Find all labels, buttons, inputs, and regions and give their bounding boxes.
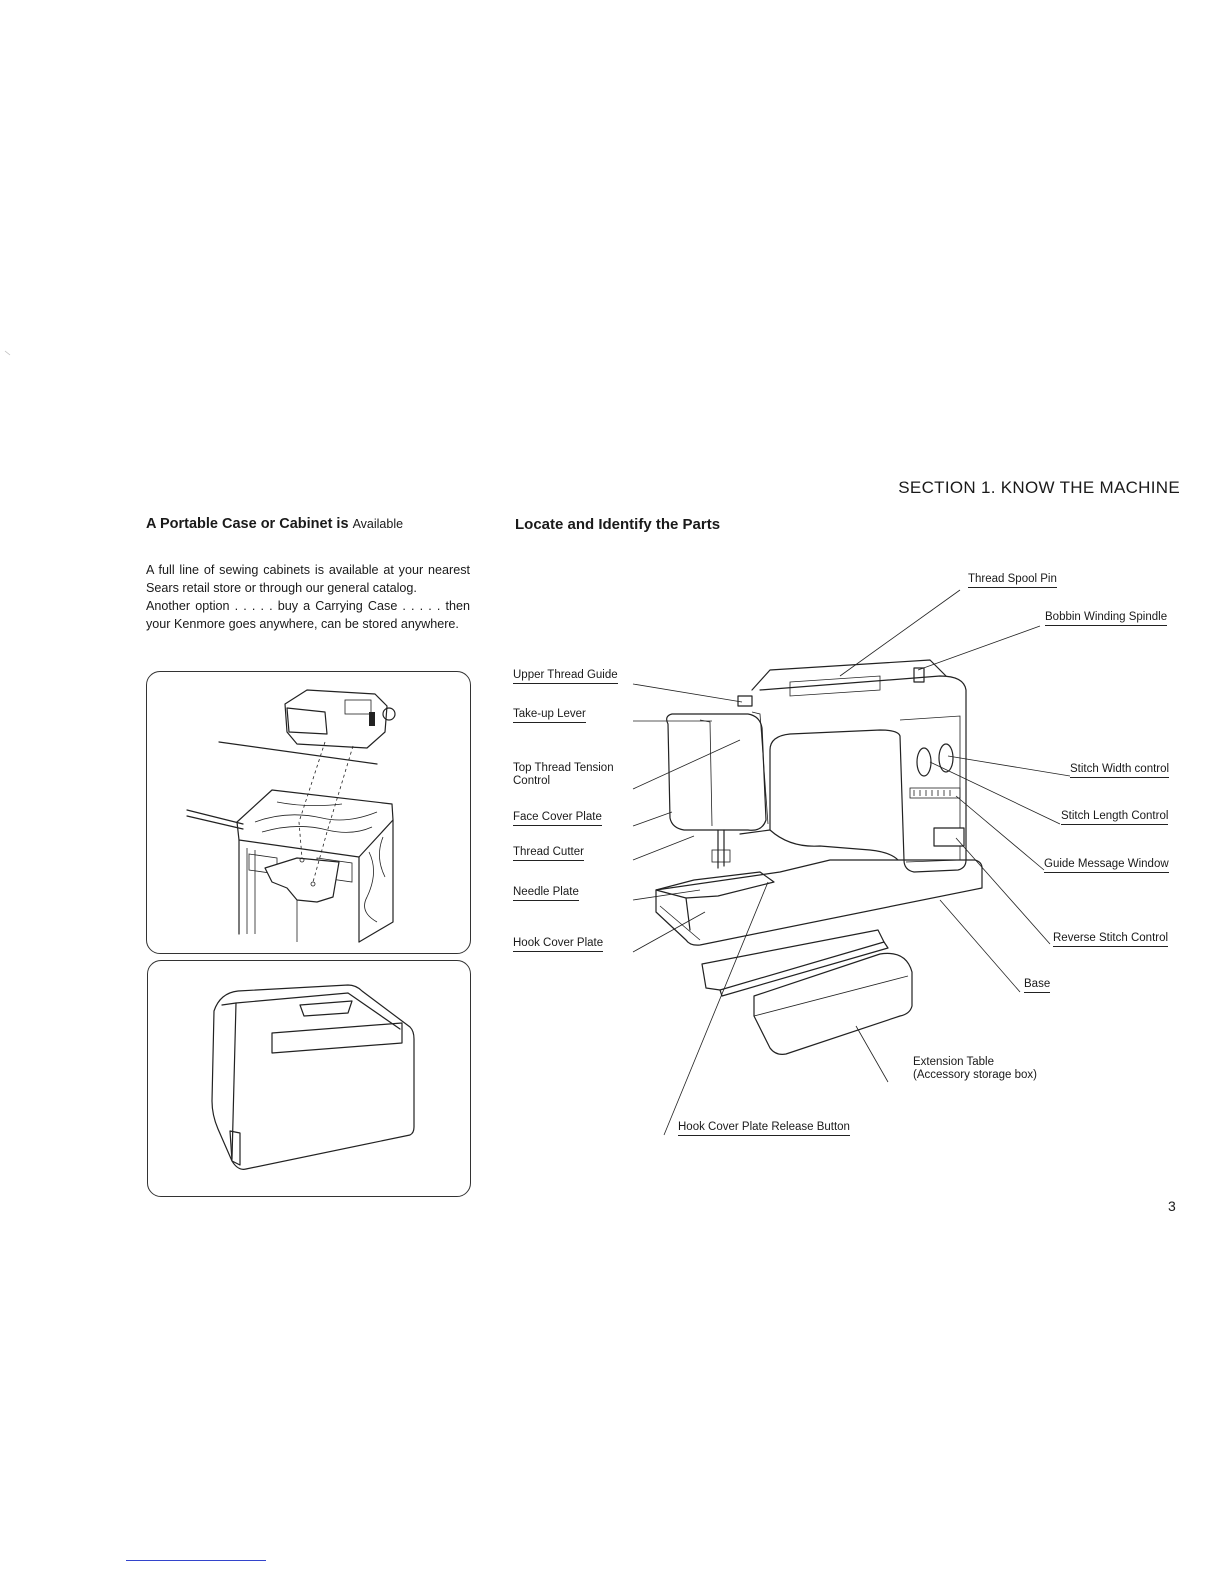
left-heading-small: Available bbox=[352, 517, 404, 531]
label-thread-cutter: Thread Cutter bbox=[513, 846, 584, 861]
label-extension-table-line1: Extension Table bbox=[913, 1056, 994, 1068]
carrying-case-illustration-frame bbox=[147, 960, 471, 1197]
right-heading: Locate and Identify the Parts bbox=[515, 516, 721, 533]
label-hook-cover-plate-release-button: Hook Cover Plate Release Button bbox=[678, 1121, 850, 1136]
page-number: 3 bbox=[1168, 1198, 1176, 1214]
footer-link-underline[interactable] bbox=[126, 1560, 266, 1561]
machine-base bbox=[655, 859, 983, 946]
label-face-cover-plate: Face Cover Plate bbox=[513, 811, 602, 826]
body-paragraph-carrying-case: Another option . . . . . buy a Carrying … bbox=[146, 599, 470, 631]
left-heading: A Portable Case or Cabinet is Available bbox=[146, 516, 403, 532]
label-top-thread-tension-line2: Control bbox=[513, 775, 551, 787]
label-stitch-width-control: Stitch Width control bbox=[1070, 763, 1170, 778]
cabinet-illustration bbox=[186, 689, 396, 943]
cabinet-illustration-frame bbox=[146, 671, 471, 954]
label-extension-table: Extension Table (Accessory storage box) bbox=[913, 1056, 1037, 1082]
accessory-box bbox=[753, 952, 913, 1055]
label-needle-plate: Needle Plate bbox=[513, 886, 579, 901]
label-guide-message-window: Guide Message Window bbox=[1044, 858, 1169, 873]
label-bobbin-winding-spindle: Bobbin Winding Spindle bbox=[1045, 611, 1168, 626]
left-heading-main: A Portable Case or Cabinet is bbox=[146, 516, 349, 532]
label-top-thread-tension: Top Thread Tension Control bbox=[513, 762, 614, 788]
label-take-up-lever: Take-up Lever bbox=[513, 708, 586, 723]
label-base: Base bbox=[1024, 978, 1051, 993]
body-text: A full line of sewing cabinets is availa… bbox=[146, 561, 470, 633]
label-thread-spool-pin: Thread Spool Pin bbox=[968, 573, 1057, 588]
scan-speck bbox=[4, 350, 11, 356]
label-stitch-length-control: Stitch Length Control bbox=[1061, 810, 1169, 825]
label-extension-table-line2: (Accessory storage box) bbox=[913, 1069, 1037, 1081]
label-hook-cover-plate: Hook Cover Plate bbox=[513, 937, 604, 952]
section-header: SECTION 1. KNOW THE MACHINE bbox=[898, 478, 1180, 497]
label-top-thread-tension-line1: Top Thread Tension bbox=[513, 762, 614, 774]
machine-head bbox=[666, 713, 767, 831]
carrying-case-illustration bbox=[211, 984, 415, 1170]
label-reverse-stitch-control: Reverse Stitch Control bbox=[1053, 932, 1169, 947]
body-paragraph-cabinets: A full line of sewing cabinets is availa… bbox=[146, 563, 470, 595]
label-upper-thread-guide: Upper Thread Guide bbox=[513, 669, 618, 684]
